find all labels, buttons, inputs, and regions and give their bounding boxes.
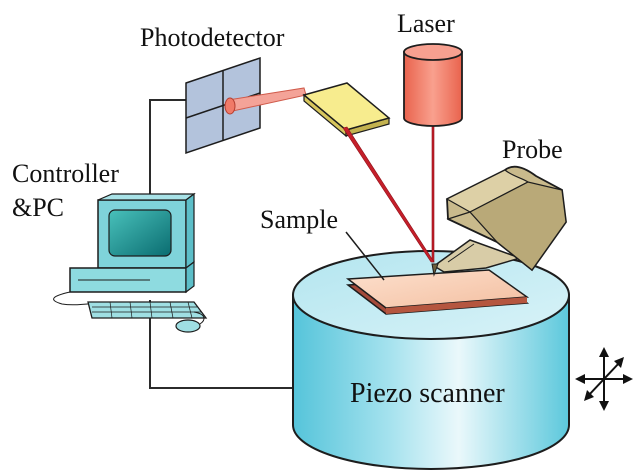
sample-plate [345,269,530,315]
photodetector [185,56,261,155]
computer [53,192,208,333]
probe [431,165,567,277]
sample-label: Sample [260,205,338,234]
laser-beams [342,123,435,263]
sample-pointer [345,231,385,281]
controller-label: Controller [12,159,119,188]
laser-label: Laser [397,9,455,38]
piezo-scanner-label: Piezo scanner [350,378,505,409]
probe-label: Probe [502,135,563,164]
mirror [302,82,391,138]
four-way-arrow-icon [575,347,633,411]
wiring [149,99,302,389]
pc-label: &PC [12,193,64,222]
photodetector-label: Photodetector [140,23,285,52]
laser [403,43,463,127]
